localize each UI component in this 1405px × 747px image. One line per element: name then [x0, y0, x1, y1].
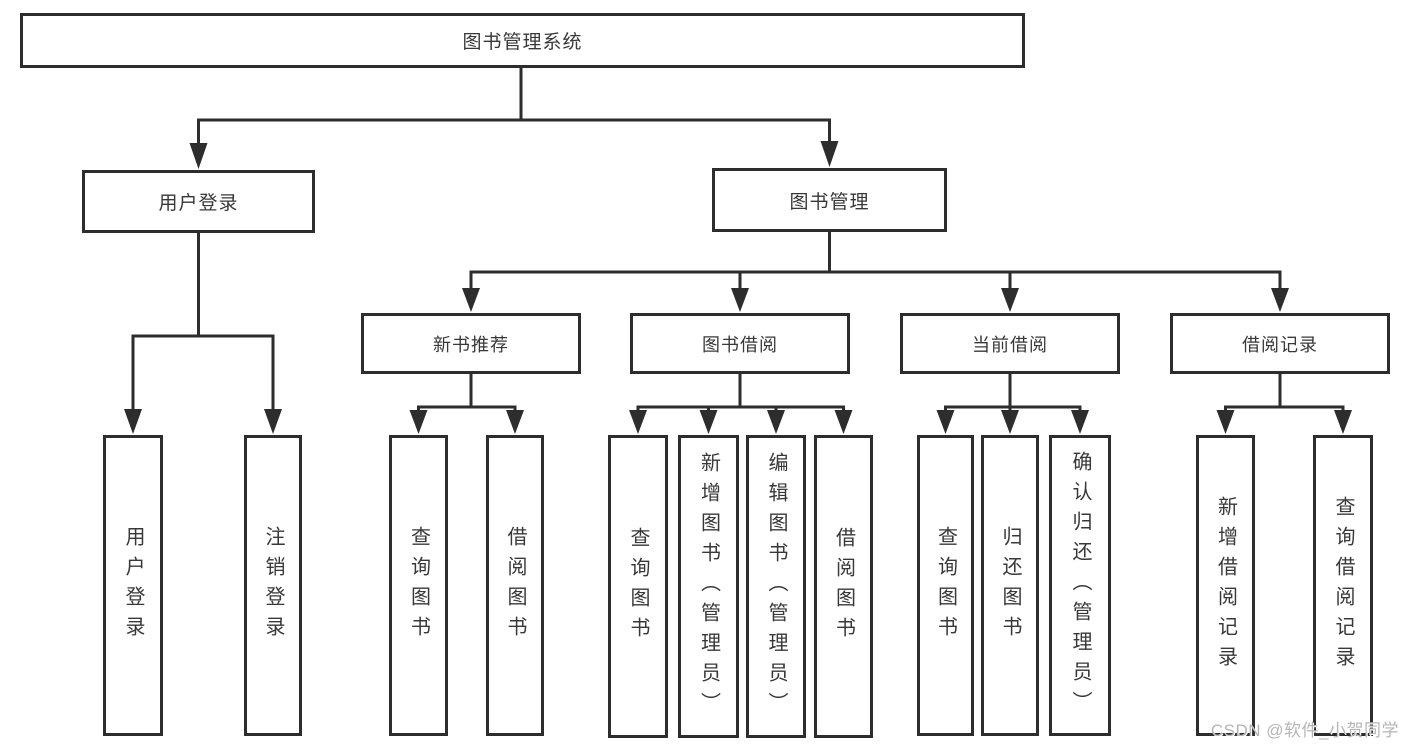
node-label: 借阅记录: [1242, 334, 1318, 355]
leaf-label: 查询图书: [407, 525, 430, 646]
node-label: 图书管理系统: [462, 32, 583, 53]
leaf-label: 借阅图书: [832, 526, 855, 647]
leaf-add-books-admin: 新增图书（管理员）: [678, 435, 739, 738]
csdn-watermark: CSDN @软件_小贺同学: [1210, 721, 1399, 740]
node-new-book-recommend: 新书推荐: [361, 313, 581, 374]
leaf-confirm-return-admin: 确认归还（管理员）: [1049, 435, 1111, 736]
leaf-label: 查询借阅记录: [1332, 495, 1354, 676]
leaf-return-books: 归还图书: [981, 435, 1039, 736]
connector-records-to-leaves: [1216, 372, 1352, 434]
leaf-query-books-recommend: 查询图书: [389, 435, 448, 736]
node-user-login: 用户登录: [82, 170, 315, 233]
connector-login-to-leaves: [124, 231, 282, 434]
node-book-borrow: 图书借阅: [630, 313, 850, 374]
leaf-borrow-books-recommend: 借阅图书: [486, 435, 544, 736]
leaf-logout: 注销登录: [244, 435, 302, 736]
leaf-label: 借阅图书: [504, 525, 526, 646]
node-book-management: 图书管理: [712, 168, 947, 232]
leaf-user-login: 用户登录: [103, 435, 163, 736]
leaf-query-books-borrow: 查询图书: [608, 435, 668, 738]
leaf-label: 查询图书: [934, 525, 957, 646]
leaf-label: 新增借阅记录: [1214, 495, 1237, 676]
leaf-label: 用户登录: [122, 525, 144, 646]
leaf-label: 查询图书: [627, 526, 649, 647]
leaf-borrow-books: 借阅图书: [814, 435, 873, 738]
node-label: 用户登录: [158, 193, 239, 214]
node-label: 当前借阅: [972, 334, 1048, 355]
node-label: 图书管理: [789, 191, 870, 213]
leaf-label: 确认归还（管理员）: [1069, 450, 1091, 721]
connector-borrow-to-leaves: [629, 372, 853, 434]
leaf-label: 新增图书（管理员）: [697, 451, 720, 722]
connector-mgmt-to-level3: [462, 230, 1289, 312]
leaf-add-borrow-record: 新增借阅记录: [1196, 435, 1255, 736]
node-label: 图书借阅: [702, 334, 778, 355]
connector-current-to-leaves: [936, 372, 1089, 434]
leaf-label: 编辑图书（管理员）: [765, 451, 787, 722]
node-label: 新书推荐: [433, 334, 509, 355]
node-library-management-system: 图书管理系统: [20, 13, 1025, 68]
leaf-label: 归还图书: [999, 525, 1021, 646]
leaf-edit-books-admin: 编辑图书（管理员）: [746, 435, 806, 738]
node-borrow-records: 借阅记录: [1170, 313, 1390, 374]
connector-root-to-level2: [189, 66, 839, 169]
leaf-query-borrow-record: 查询借阅记录: [1313, 435, 1373, 736]
leaf-label: 注销登录: [262, 525, 284, 646]
leaf-query-books-current: 查询图书: [917, 435, 974, 736]
connector-recommend-to-leaves: [409, 372, 524, 434]
node-current-borrow: 当前借阅: [900, 313, 1120, 374]
